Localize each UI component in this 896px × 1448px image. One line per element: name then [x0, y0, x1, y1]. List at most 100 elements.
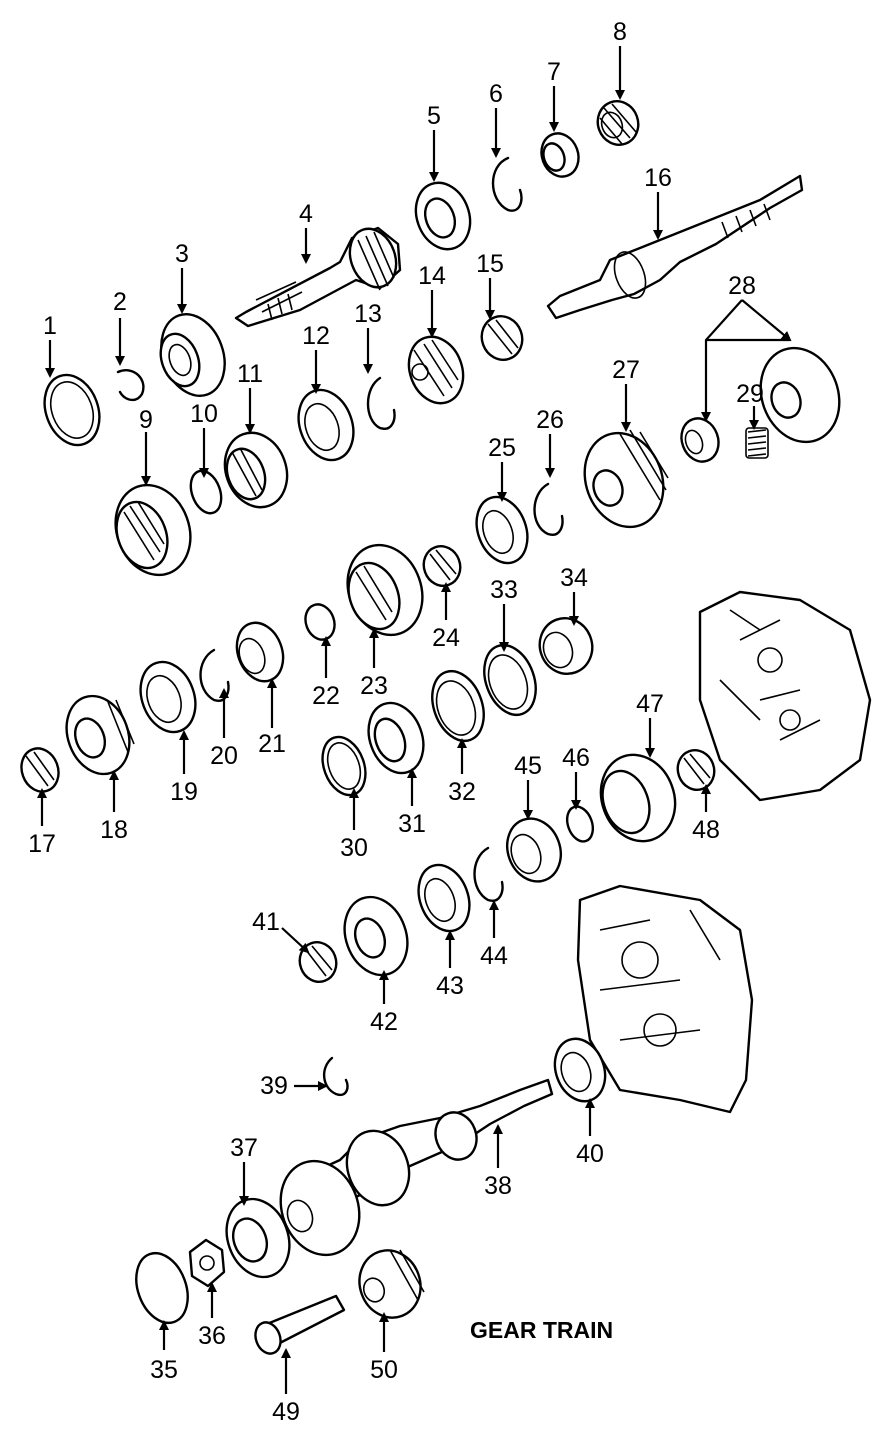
callout-42: 42 — [370, 1008, 398, 1036]
part-22-snap-ring — [304, 603, 336, 641]
leader-lines — [37, 46, 792, 1394]
callout-2: 2 — [113, 288, 127, 316]
callout-20: 20 — [210, 742, 238, 770]
part-28-synchro — [680, 346, 841, 463]
callout-33: 33 — [490, 576, 518, 604]
part-3-bearing — [159, 313, 226, 397]
part-31-bearing — [367, 701, 425, 775]
part-25-synchro-ring — [475, 495, 529, 565]
parts-illustration — [20, 100, 872, 1355]
callout-47: 47 — [636, 690, 664, 718]
part-13-snap-ring — [366, 376, 396, 430]
callout-9: 9 — [139, 406, 153, 434]
part-8-needle-bearing — [596, 100, 640, 146]
callout-43: 43 — [436, 972, 464, 1000]
callout-8: 8 — [613, 18, 627, 46]
part-33-ring — [483, 643, 537, 717]
part-32-ring — [431, 669, 485, 743]
callout-31: 31 — [398, 810, 426, 838]
part-35-washer — [135, 1251, 189, 1325]
callout-22: 22 — [312, 682, 340, 710]
part-19-synchro-ring — [139, 660, 197, 734]
callout-49: 49 — [272, 1398, 300, 1426]
part-48-needle-bearing — [676, 749, 716, 791]
part-44-snap-ring — [473, 846, 504, 902]
part-5-bearing — [414, 181, 472, 251]
callout-34: 34 — [560, 564, 588, 592]
callout-12: 12 — [302, 322, 330, 350]
part-50-idler-gear — [358, 1249, 425, 1319]
callout-40: 40 — [576, 1140, 604, 1168]
callout-1: 1 — [43, 312, 57, 340]
diagram-title: GEAR TRAIN — [470, 1317, 613, 1343]
part-21-hub — [235, 621, 285, 683]
callout-25: 25 — [488, 434, 516, 462]
part-45-hub — [506, 817, 562, 883]
part-7-collar — [540, 132, 580, 178]
part-case-upper — [698, 590, 872, 802]
callout-13: 13 — [354, 300, 382, 328]
part-49-reverse-shaft — [254, 1294, 346, 1355]
part-26-snap-ring — [533, 482, 564, 536]
callout-6: 6 — [489, 80, 503, 108]
callout-28: 28 — [728, 272, 756, 300]
callout-50: 50 — [370, 1356, 398, 1384]
callout-15: 15 — [476, 250, 504, 278]
part-24-needle-bearing — [422, 545, 462, 587]
part-16-mainshaft — [546, 174, 804, 320]
part-29-spring — [745, 427, 769, 459]
callout-17: 17 — [28, 830, 56, 858]
callout-11: 11 — [237, 360, 263, 388]
callout-4: 4 — [299, 200, 313, 228]
part-11-hub — [223, 431, 289, 509]
part-23-sleeve — [346, 543, 424, 637]
callout-24: 24 — [432, 624, 460, 652]
callout-23: 23 — [360, 672, 388, 700]
callout-30: 30 — [340, 834, 368, 862]
callout-16: 16 — [644, 164, 672, 192]
part-46-snap-ring — [565, 805, 595, 843]
callout-7: 7 — [547, 58, 561, 86]
callout-41: 41 — [252, 908, 280, 936]
part-9-sleeve — [114, 483, 192, 577]
callout-27: 27 — [612, 356, 640, 384]
part-17-needle-bearing — [20, 747, 60, 793]
part-case-lower — [576, 884, 754, 1114]
part-43-synchro-ring — [417, 863, 471, 933]
part-37-bearing — [225, 1197, 291, 1279]
callout-14: 14 — [418, 262, 446, 290]
callout-48: 48 — [692, 816, 720, 844]
part-1-snap-ring — [43, 373, 101, 447]
part-15-needle-bearing — [480, 315, 524, 361]
callout-39: 39 — [260, 1072, 288, 1100]
part-2-snap-ring — [116, 369, 145, 402]
callout-35: 35 — [150, 1356, 178, 1384]
callout-38: 38 — [484, 1172, 512, 1200]
callout-5: 5 — [427, 102, 441, 130]
part-36-nut — [188, 1238, 226, 1288]
callout-44: 44 — [480, 942, 508, 970]
callout-36: 36 — [198, 1322, 226, 1350]
part-12-synchro-ring — [297, 388, 355, 462]
part-27-gear — [583, 429, 669, 529]
callout-45: 45 — [514, 752, 542, 780]
callout-32: 32 — [448, 778, 476, 806]
callout-19: 19 — [170, 778, 198, 806]
part-47-sleeve — [599, 753, 677, 843]
callout-labels: 1 2 3 4 5 6 7 8 9 10 11 12 13 14 15 16 1… — [28, 18, 764, 1426]
callout-3: 3 — [175, 240, 189, 268]
callout-37: 37 — [230, 1134, 258, 1162]
part-4-input-shaft — [234, 226, 402, 328]
callout-18: 18 — [100, 816, 128, 844]
callout-10: 10 — [190, 400, 218, 428]
callout-21: 21 — [258, 730, 286, 758]
part-30-shim — [321, 735, 367, 797]
part-10-snap-ring — [189, 469, 223, 515]
part-39-snap-ring — [323, 1056, 349, 1097]
part-18-gear — [65, 694, 135, 776]
callout-26: 26 — [536, 406, 564, 434]
part-14-gear — [407, 335, 465, 405]
callout-29: 29 — [736, 380, 764, 408]
callout-46: 46 — [562, 744, 590, 772]
